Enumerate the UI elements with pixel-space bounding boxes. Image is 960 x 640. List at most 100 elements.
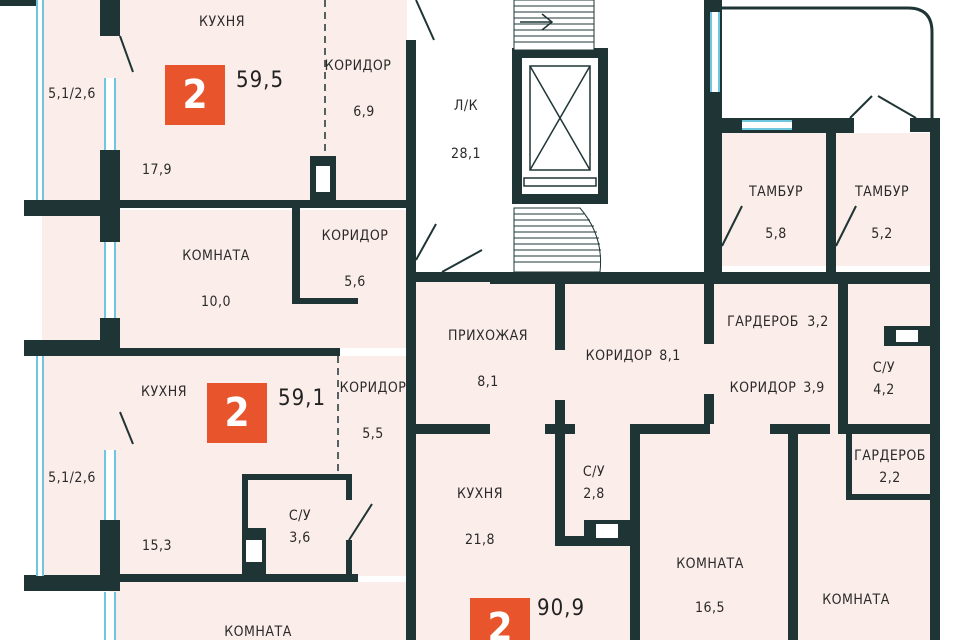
apartment-2-rooms-badge: 2 bbox=[207, 383, 267, 443]
window bbox=[104, 450, 116, 520]
apt2-room-fill bbox=[110, 582, 407, 640]
room-area: 8,1 bbox=[659, 348, 681, 364]
wall bbox=[846, 494, 930, 500]
stairs-top bbox=[513, 0, 595, 51]
room-name: ГАРДЕРОБ bbox=[727, 314, 799, 330]
apartment-1-rooms-badge: 2 bbox=[165, 65, 225, 125]
wall bbox=[346, 474, 352, 500]
wall bbox=[0, 0, 42, 6]
room-area: 5,1/2,6 bbox=[48, 86, 96, 102]
room-name: КУХНЯ bbox=[141, 384, 187, 400]
room-name: КОРИДОР bbox=[339, 380, 407, 396]
wall bbox=[490, 272, 940, 284]
wall bbox=[110, 200, 408, 208]
wall bbox=[930, 118, 940, 640]
elevator-cross bbox=[529, 65, 591, 171]
room-name: ПРИХОЖАЯ bbox=[448, 328, 528, 344]
window bbox=[104, 592, 116, 640]
wall bbox=[704, 394, 714, 424]
room-name: КУХНЯ bbox=[199, 14, 245, 30]
room-name: ТАМБУР bbox=[854, 184, 910, 200]
wall bbox=[910, 118, 940, 132]
room-area: 6,9 bbox=[353, 104, 375, 120]
door-swing bbox=[441, 249, 483, 273]
stair-arrow bbox=[520, 13, 554, 31]
wall bbox=[630, 424, 710, 434]
room-name: КУХНЯ bbox=[457, 486, 503, 502]
wall bbox=[788, 424, 798, 640]
room-area: 8,1 bbox=[477, 374, 499, 390]
wall bbox=[110, 348, 340, 356]
room-name: С/У bbox=[582, 464, 606, 480]
wall bbox=[416, 272, 490, 282]
wall bbox=[555, 400, 565, 434]
window bbox=[36, 0, 44, 200]
elevator-cabin bbox=[529, 65, 591, 171]
room-name: КОМНАТА bbox=[676, 556, 744, 572]
room-name: С/У bbox=[872, 360, 896, 376]
wall bbox=[242, 474, 352, 480]
room-area: 4,2 bbox=[873, 382, 895, 398]
room-area: 5,2 bbox=[871, 226, 893, 242]
wall bbox=[100, 150, 120, 242]
room-name: ТАМБУР bbox=[748, 184, 804, 200]
room-area: 3,9 bbox=[803, 380, 825, 396]
room-area: 21,8 bbox=[464, 532, 496, 548]
wall bbox=[24, 575, 120, 591]
wall bbox=[630, 424, 640, 640]
wall bbox=[24, 340, 120, 356]
room-area: 5,5 bbox=[362, 426, 384, 442]
room-name: КОРИДОР bbox=[324, 58, 392, 74]
vent-shaft bbox=[316, 166, 330, 192]
wall bbox=[100, 520, 120, 590]
wall bbox=[838, 284, 848, 424]
room-name: КОРИДОР bbox=[729, 380, 797, 396]
wall bbox=[406, 40, 416, 640]
room-name: ГАРДЕРОБ bbox=[854, 448, 926, 464]
door-swing bbox=[877, 95, 917, 119]
bath-basin bbox=[246, 540, 262, 562]
window bbox=[710, 12, 720, 92]
room-name: С/У bbox=[288, 508, 312, 524]
wall bbox=[292, 298, 358, 304]
room-area: 17,9 bbox=[141, 162, 173, 178]
wall bbox=[555, 424, 565, 544]
wall bbox=[292, 206, 300, 304]
room-area: 3,2 bbox=[807, 314, 829, 330]
room-name: Л/К bbox=[453, 98, 479, 114]
wall bbox=[24, 200, 120, 216]
wall bbox=[770, 424, 830, 434]
wall bbox=[846, 434, 852, 500]
elevator-door bbox=[523, 177, 597, 187]
window bbox=[36, 356, 44, 576]
door-swing bbox=[849, 95, 873, 119]
room-area: 15,3 bbox=[141, 538, 173, 554]
wall bbox=[838, 424, 938, 434]
window bbox=[104, 242, 116, 318]
window bbox=[742, 120, 792, 130]
room-name: КОМНАТА bbox=[224, 624, 292, 640]
room-area: 10,0 bbox=[200, 294, 232, 310]
apartment-3-rooms-badge: 2 bbox=[470, 598, 530, 640]
room-area: 5,8 bbox=[765, 226, 787, 242]
room-name: КОМНАТА bbox=[822, 592, 890, 608]
wall bbox=[704, 284, 714, 344]
door-swing bbox=[721, 205, 743, 247]
room-area: 5,1/2,6 bbox=[48, 470, 96, 486]
wall bbox=[242, 474, 248, 578]
room-name: КОРИДОР bbox=[585, 348, 653, 364]
window bbox=[104, 78, 116, 150]
wall bbox=[555, 282, 565, 350]
wall bbox=[100, 318, 120, 356]
door-swing bbox=[119, 35, 134, 73]
wall bbox=[110, 574, 358, 582]
wall bbox=[416, 424, 490, 434]
shower-basin bbox=[596, 524, 618, 538]
apartment-3-area: 90,9 bbox=[537, 596, 586, 621]
room-name: КОРИДОР bbox=[321, 228, 389, 244]
door-swing bbox=[415, 0, 435, 41]
sink-basin bbox=[896, 330, 918, 342]
elevator-shaft bbox=[522, 58, 598, 194]
